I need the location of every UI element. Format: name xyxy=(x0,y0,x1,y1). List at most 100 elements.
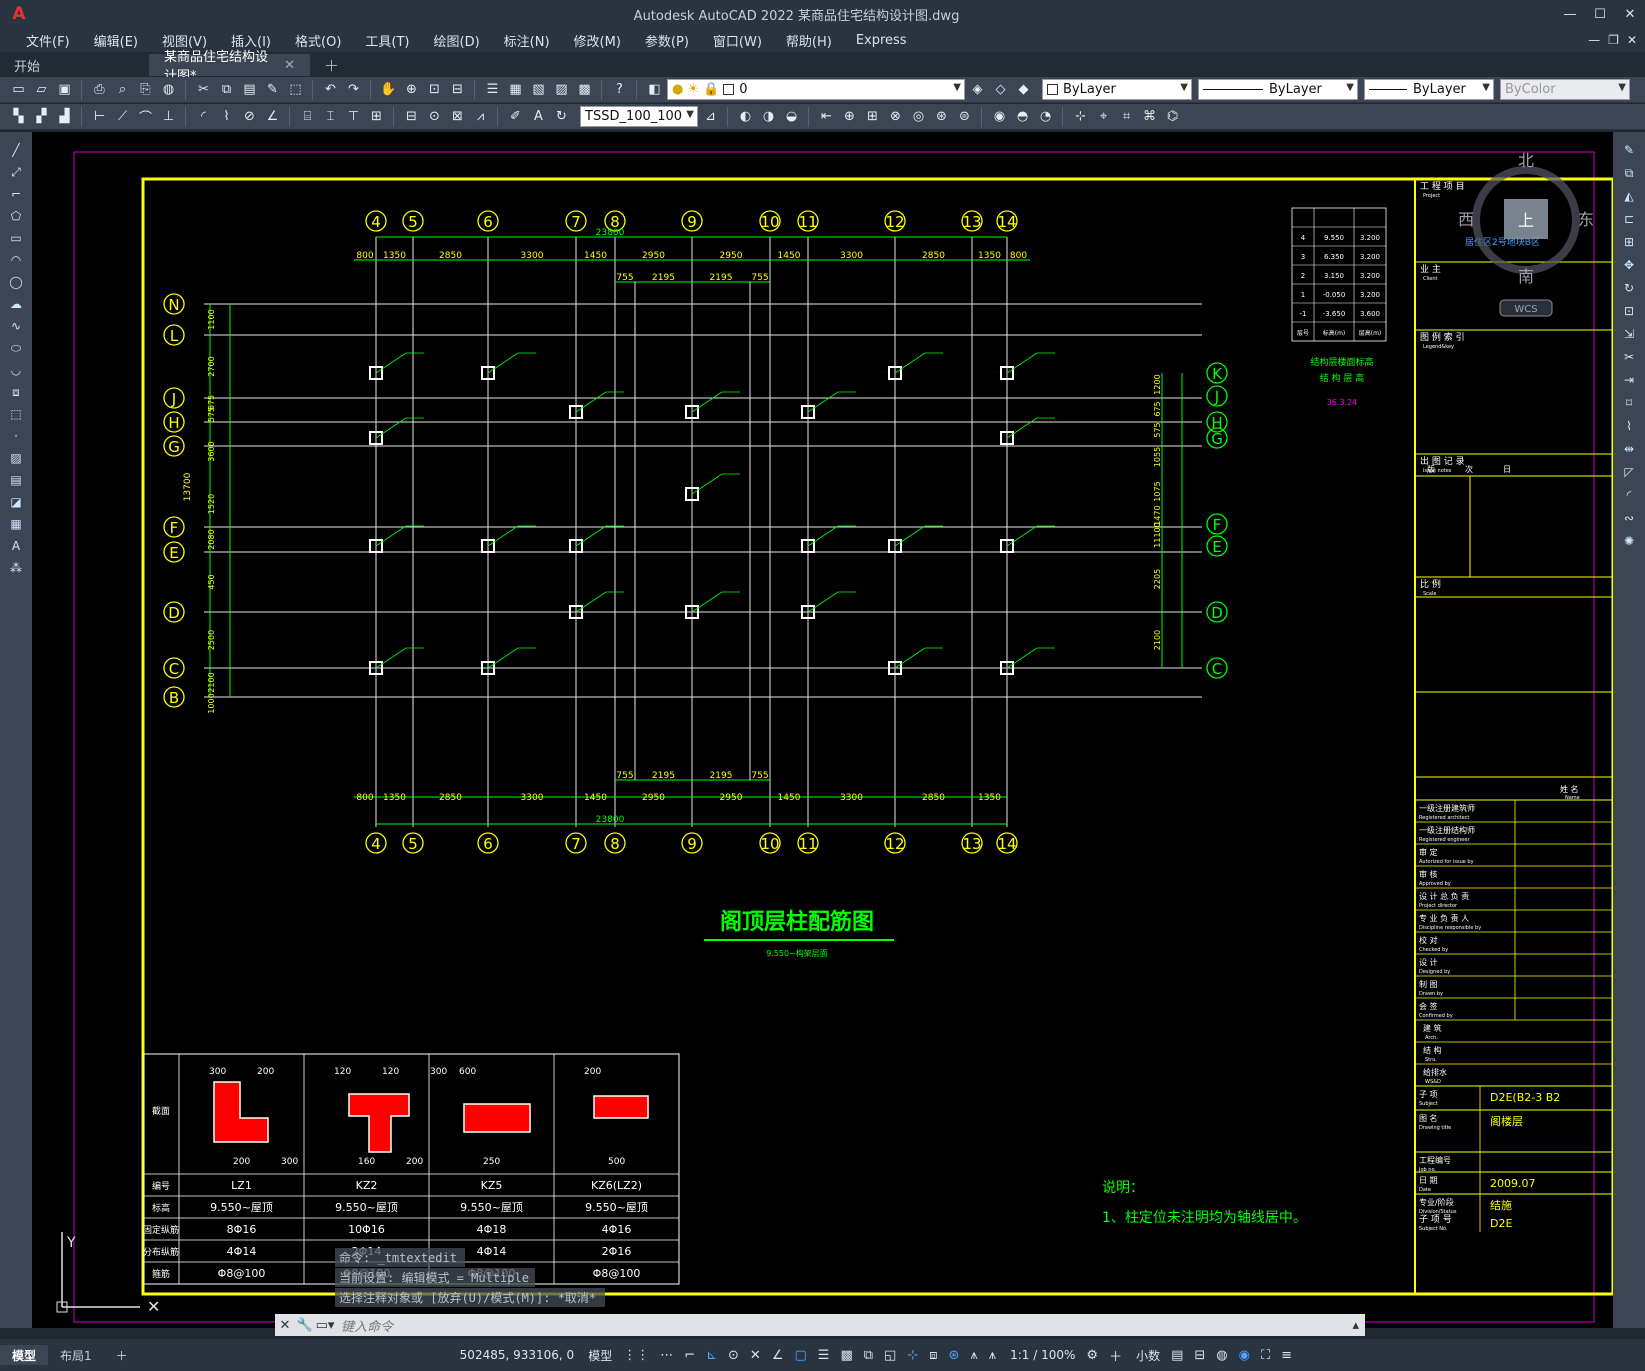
baseline-dim-icon[interactable]: ⌶ xyxy=(326,109,335,124)
doc-minimize-icon[interactable]: — xyxy=(1588,33,1601,47)
viewcube-west[interactable]: 西 xyxy=(1458,210,1474,229)
dim-style-icon[interactable]: ⊿ xyxy=(705,109,716,124)
isolate-objects-icon[interactable]: ◍ xyxy=(1216,1347,1228,1363)
mtext-icon[interactable]: A xyxy=(11,539,21,553)
command-history-chevron-icon[interactable]: ▴ xyxy=(1352,1317,1359,1333)
zoom-previous-icon[interactable]: ⊟ xyxy=(452,82,463,97)
plotstyle-combo[interactable]: ByColor ▼ xyxy=(1500,79,1630,100)
lights-icon[interactable]: ◔ xyxy=(1039,109,1052,124)
view-front-icon[interactable]: ◑ xyxy=(762,109,775,124)
tab-start[interactable]: 开始 xyxy=(0,54,150,76)
menu-tools[interactable]: 工具(T) xyxy=(365,34,410,50)
group-icon[interactable]: ⊜ xyxy=(959,109,970,124)
table-icon[interactable]: ▦ xyxy=(10,517,22,531)
arc-length-icon[interactable]: ⌒ xyxy=(138,111,152,126)
tab-drawing[interactable]: 某商品住宅结构设计图*✕ xyxy=(150,50,310,84)
menu-edit[interactable]: 编辑(E) xyxy=(93,34,138,50)
align-icon[interactable]: ⇤ xyxy=(821,109,832,124)
jogged-dim-icon[interactable]: ⌇ xyxy=(223,109,230,124)
layer-states-icon[interactable]: ◆ xyxy=(1018,82,1029,97)
fillet-icon[interactable]: ◜ xyxy=(1626,488,1632,502)
doc-restore-icon[interactable]: ❐ xyxy=(1608,33,1619,47)
xref-icon[interactable]: ⊛ xyxy=(936,109,947,124)
model-space-toggle[interactable]: 模型 xyxy=(588,1348,613,1363)
angular-dim-icon[interactable]: ∠ xyxy=(266,109,279,124)
quick-properties-icon[interactable]: ▤ xyxy=(1171,1347,1184,1363)
gradient-icon[interactable]: ▤ xyxy=(10,473,22,487)
minimize-icon[interactable]: — xyxy=(1563,6,1577,22)
circle-icon[interactable]: ◯ xyxy=(9,275,23,289)
inspect-icon[interactable]: ⊠ xyxy=(452,109,463,124)
join-icon[interactable]: ⇹ xyxy=(1623,442,1635,456)
quick-dim-icon[interactable]: ⌸ xyxy=(303,109,312,124)
viewcube-east[interactable]: 东 xyxy=(1578,210,1594,229)
units-display[interactable]: 小数 xyxy=(1136,1348,1161,1363)
region-icon[interactable]: ◪ xyxy=(10,495,22,509)
aligned-dim-icon[interactable]: ⟋ xyxy=(117,109,128,124)
add-selected-icon[interactable]: ⁂ xyxy=(10,561,22,575)
chamfer-icon[interactable]: ◸ xyxy=(1624,465,1634,479)
linear-dim-icon[interactable]: ⊢ xyxy=(93,109,106,124)
viewcube[interactable]: 上 北 南 西 东 WCS xyxy=(1458,151,1594,317)
command-input[interactable]: 键入命令 xyxy=(341,1319,394,1335)
3d-osnap-icon[interactable]: ◱ xyxy=(884,1347,897,1363)
cut-icon[interactable]: ✂ xyxy=(198,82,209,97)
break-point-icon[interactable]: ⌑ xyxy=(1625,396,1633,410)
isodraft-icon[interactable]: ✕ xyxy=(749,1347,761,1363)
dim-edit-icon[interactable]: ✐ xyxy=(510,109,521,124)
explode-icon[interactable]: ✺ xyxy=(1623,534,1635,548)
make-block-icon[interactable]: ⬚ xyxy=(10,407,22,421)
menu-parametric[interactable]: 参数(P) xyxy=(644,34,689,50)
menu-help[interactable]: 帮助(H) xyxy=(785,34,832,50)
print-preview-icon[interactable]: ⌕ xyxy=(118,82,127,97)
arc-icon[interactable]: ◠ xyxy=(10,253,22,267)
menu-insert[interactable]: 插入(I) xyxy=(231,34,272,50)
autocad-logo-icon[interactable]: A xyxy=(12,4,26,24)
undo-icon[interactable]: ↶ xyxy=(325,82,336,97)
hatch-icon[interactable]: ▨ xyxy=(10,451,22,465)
viewcube-face[interactable] xyxy=(1504,199,1548,239)
menu-express[interactable]: Express xyxy=(855,32,907,48)
redo-icon[interactable]: ↷ xyxy=(348,82,359,97)
trim-icon[interactable]: ✂ xyxy=(1623,350,1635,364)
redraw-icon[interactable]: ◎ xyxy=(912,109,925,124)
tssd-tool-icon[interactable]: ▞ xyxy=(36,109,47,124)
point-icon[interactable]: · xyxy=(14,429,18,443)
maximize-icon[interactable]: ☐ xyxy=(1594,6,1606,22)
dim-update-icon[interactable]: ↻ xyxy=(556,109,567,124)
close-command-icon[interactable]: ✕ xyxy=(279,1317,291,1333)
snap-icon[interactable]: ⋯ xyxy=(660,1347,674,1363)
polar-icon[interactable]: ⊙ xyxy=(728,1347,739,1363)
ucs-view-icon[interactable]: ⌗ xyxy=(1122,109,1131,124)
tssd-tool-icon[interactable]: ▟ xyxy=(59,109,70,124)
ucs-world-icon[interactable]: ⌖ xyxy=(1099,109,1108,124)
ellipse-icon[interactable]: ⬭ xyxy=(10,341,22,355)
save-icon[interactable]: ▣ xyxy=(58,82,71,97)
move-icon[interactable]: ✥ xyxy=(1623,258,1635,272)
design-center-icon[interactable]: ▦ xyxy=(509,82,522,97)
annotation-monitor-icon[interactable]: ＋ xyxy=(1109,1349,1123,1365)
menu-modify[interactable]: 修改(M) xyxy=(573,34,621,50)
make-current-layer-icon[interactable]: ◈ xyxy=(972,82,983,97)
pan-icon[interactable]: ✋ xyxy=(380,82,397,97)
ucs-3point-icon[interactable]: ⌬ xyxy=(1166,109,1179,124)
properties-icon[interactable]: ☰ xyxy=(486,82,499,97)
transparency-icon[interactable]: ▩ xyxy=(840,1347,853,1363)
doc-close-icon[interactable]: ✕ xyxy=(1626,33,1637,47)
ucs-object-icon[interactable]: ⌘ xyxy=(1143,109,1156,124)
zoom-window-icon[interactable]: ⊡ xyxy=(429,82,440,97)
help-icon[interactable]: ? xyxy=(616,82,623,97)
new-tab-icon[interactable]: ＋ xyxy=(324,56,340,75)
stretch-icon[interactable]: ⇲ xyxy=(1623,327,1635,341)
object-snap-icon[interactable]: ▢ xyxy=(794,1347,807,1363)
tab-close-icon[interactable]: ✕ xyxy=(284,57,295,73)
tssd-tool-icon[interactable]: ▚ xyxy=(13,109,24,124)
wblock-icon[interactable]: ⊞ xyxy=(867,109,878,124)
viewcube-south[interactable]: 南 xyxy=(1518,267,1534,286)
match-properties-icon[interactable]: ✎ xyxy=(267,82,278,97)
ellipse-arc-icon[interactable]: ◡ xyxy=(10,363,22,377)
line-icon[interactable]: ╱ xyxy=(12,143,20,157)
layout-tab-layout1[interactable]: 布局1 xyxy=(60,1348,92,1363)
block-editor-icon[interactable]: ⬚ xyxy=(289,82,302,97)
publish-icon[interactable]: ⎘ xyxy=(140,82,151,97)
